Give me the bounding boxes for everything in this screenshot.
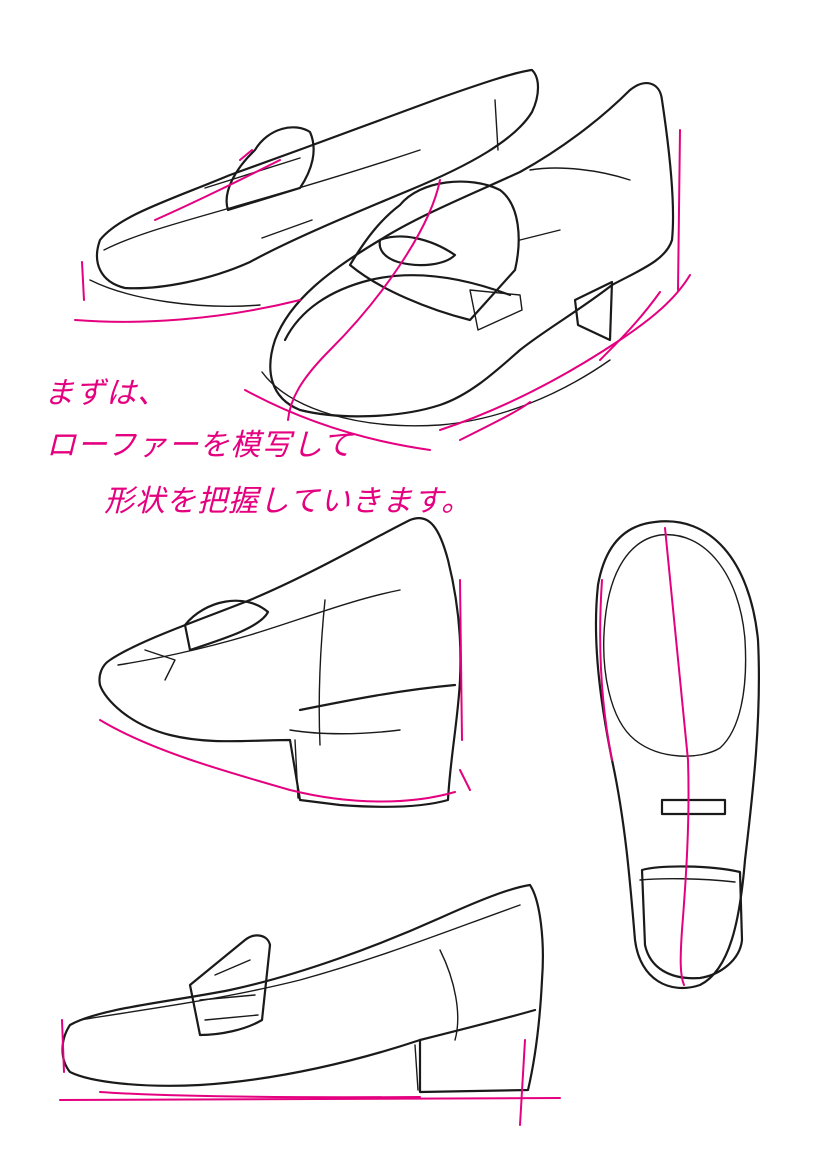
sketch-loafer-side-view (59, 883, 561, 1126)
sketch-loafer-sole (594, 520, 760, 990)
sketch-loafer-pair (74, 68, 691, 451)
annotation-line-2: ローファーを模写して (46, 428, 354, 463)
annotation-line-1: まずは、 (44, 376, 168, 411)
annotation-line-3: 形状を把握していきます。 (104, 484, 473, 519)
sketch-loafer-rear-view (98, 517, 471, 808)
